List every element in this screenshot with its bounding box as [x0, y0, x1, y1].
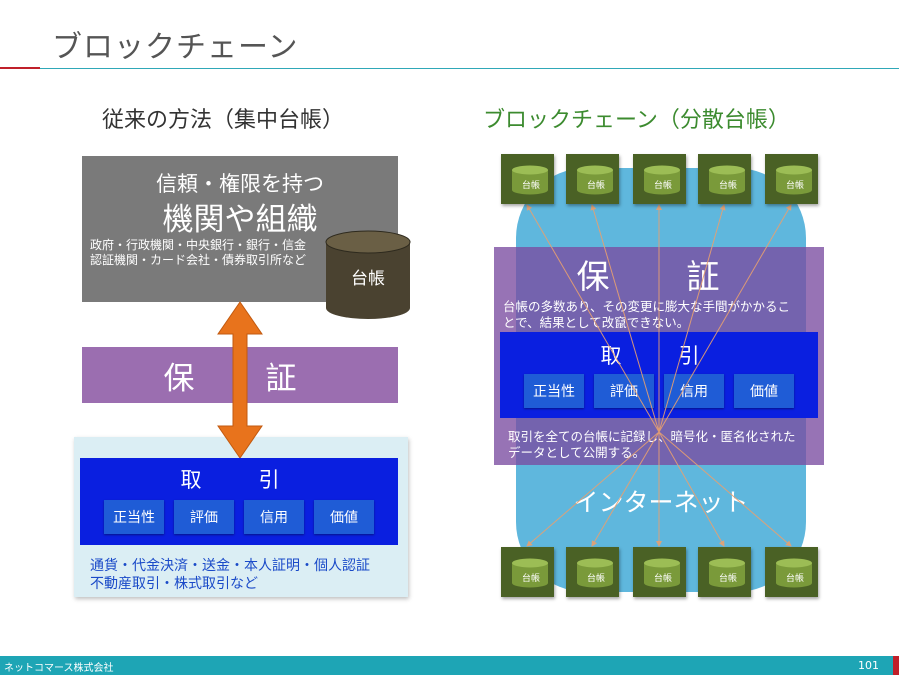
ledger-node: 台帳	[566, 547, 619, 597]
right-chip-legitimacy: 正当性	[524, 374, 584, 408]
ledger-label: 台帳	[718, 181, 737, 191]
footer-accent-red	[893, 656, 899, 675]
internet-label: インターネット	[573, 488, 749, 517]
footer-bar	[0, 656, 899, 675]
right-heading: ブロックチェーン（分散台帳）	[483, 108, 790, 133]
ledger-label: 台帳	[653, 181, 672, 191]
left-chip-evaluation: 評価	[174, 500, 234, 534]
authority-line2: 機関や組織	[162, 202, 318, 238]
ledger-node: 台帳	[698, 547, 751, 597]
ledger-label: 台帳	[718, 574, 737, 584]
ledger-label: 台帳	[653, 574, 672, 584]
right-guarantee-title: 保 証	[576, 257, 742, 296]
ledger-node: 台帳	[501, 547, 554, 597]
authority-line1: 信頼・権限を持つ	[156, 172, 324, 196]
ledger-label: 台帳	[586, 574, 605, 584]
left-chip-credit: 信用	[244, 500, 304, 534]
database-icon	[709, 165, 745, 195]
ledger-node: 台帳	[698, 154, 751, 204]
ledger-node: 台帳	[633, 154, 686, 204]
ledger-label: 台帳	[586, 181, 605, 191]
slide-title: ブロックチェーン	[52, 30, 299, 65]
right-chip-evaluation: 評価	[594, 374, 654, 408]
database-icon	[577, 558, 613, 588]
double-arrow-icon	[217, 301, 263, 459]
left-transaction-title: 取 引	[180, 468, 298, 492]
authority-examples-1: 政府・行政機関・中央銀行・銀行・信金	[90, 238, 307, 252]
authority-box: 信頼・権限を持つ 機関や組織 政府・行政機関・中央銀行・銀行・信金 認証機関・カ…	[82, 156, 398, 302]
database-icon	[644, 558, 680, 588]
right-guarantee-desc-2: とで、結果として改竄できない。	[503, 315, 690, 330]
database-icon	[709, 558, 745, 588]
database-icon	[577, 165, 613, 195]
ledger-node: 台帳	[765, 154, 818, 204]
ledger-node: 台帳	[501, 154, 554, 204]
authority-examples-2: 認証機関・カード会社・債券取引所など	[90, 253, 307, 267]
ledger-label: 台帳	[785, 574, 804, 584]
title-accent-red	[0, 67, 40, 69]
right-transaction-title: 取 引	[600, 344, 718, 368]
left-examples-line1: 通貨・代金決済・送金・本人証明・個人認証	[90, 558, 370, 574]
left-heading: 従来の方法（集中台帳）	[102, 108, 345, 133]
left-chip-legitimacy: 正当性	[104, 500, 164, 534]
ledger-node: 台帳	[765, 547, 818, 597]
right-chip-value: 価値	[734, 374, 794, 408]
left-examples-line2: 不動産取引・株式取引など	[90, 576, 258, 592]
central-ledger-label: 台帳	[351, 269, 385, 289]
ledger-node: 台帳	[566, 154, 619, 204]
page-number: 101	[858, 659, 879, 672]
ledger-node: 台帳	[633, 547, 686, 597]
right-transaction-desc-2: データとして公開する。	[508, 445, 646, 460]
database-icon	[776, 558, 812, 588]
central-ledger-database-icon	[325, 230, 411, 319]
database-icon	[512, 558, 548, 588]
ledger-label: 台帳	[521, 181, 540, 191]
database-icon	[776, 165, 812, 195]
ledger-label: 台帳	[521, 574, 540, 584]
right-chip-credit: 信用	[664, 374, 724, 408]
database-icon	[512, 165, 548, 195]
database-icon	[644, 165, 680, 195]
footer-company-logo: ネットコマース株式会社	[4, 663, 114, 674]
ledger-label: 台帳	[785, 181, 804, 191]
title-divider	[40, 68, 899, 69]
left-chip-value: 価値	[314, 500, 374, 534]
